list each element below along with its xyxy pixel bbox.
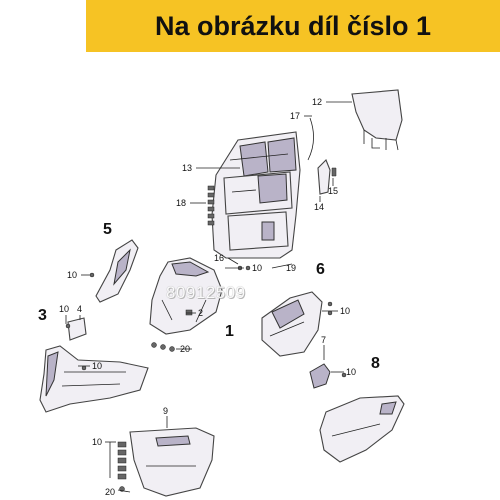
part-17-rod: [307, 117, 314, 161]
callout-17: 17: [290, 111, 300, 121]
part-3-side-panel: [39, 345, 149, 413]
callout-10-center-bracket: 10: [252, 263, 262, 273]
callout-14: 14: [314, 202, 324, 212]
callout-10-left-mid: 10: [59, 304, 69, 314]
callout-7: 7: [321, 335, 326, 345]
header-banner: Na obrázku díl číslo 1: [86, 0, 500, 52]
callout-13: 13: [182, 163, 192, 173]
callout-10-right-upper: 10: [340, 306, 350, 316]
callout-3: 3: [38, 307, 47, 324]
part-7-cover: [309, 363, 331, 389]
callout-12: 12: [312, 97, 322, 107]
part-14-bracket: [317, 159, 331, 195]
callout-16: 16: [214, 253, 224, 263]
callout-10-lower-center: 10: [92, 361, 102, 371]
part-5-side-cover: [95, 239, 139, 303]
leader-lines: [65, 101, 352, 493]
callout-15: 15: [328, 186, 338, 196]
part-20-screws-center: [151, 342, 175, 352]
callout-19: 19: [286, 263, 296, 273]
callout-10-bottom-left: 10: [92, 437, 102, 447]
part-18-clips: [207, 185, 215, 226]
part-8-rear-panel: [319, 395, 405, 463]
hardware-column-bottom-left: [117, 441, 127, 492]
part-2-clip: [185, 309, 193, 316]
callout-8: 8: [371, 355, 380, 372]
callout-20-bottom: 20: [105, 487, 115, 497]
part-6-side-cover: [261, 291, 323, 357]
callout-6: 6: [316, 261, 325, 278]
callout-4: 4: [77, 304, 82, 314]
part-13-inner-frame: [211, 131, 301, 259]
part-15-bolt: [331, 167, 337, 177]
part-12-windscreen: [351, 89, 403, 151]
callout-1: 1: [225, 323, 234, 340]
page-title: Na obrázku díl číslo 1: [154, 10, 432, 41]
watermark: 80912509: [166, 283, 246, 302]
callout-5: 5: [103, 221, 112, 238]
callout-10-left-upper: 10: [67, 270, 77, 280]
callout-2: 2: [198, 308, 203, 318]
part-1-front-shield: [149, 257, 223, 335]
part-4-bracket: [67, 317, 87, 341]
callout-20-center: 20: [180, 344, 190, 354]
callout-18: 18: [176, 198, 186, 208]
callout-10-right-lower: 10: [346, 367, 356, 377]
callout-9: 9: [163, 406, 168, 416]
part-9-lower-panel: [129, 427, 215, 497]
